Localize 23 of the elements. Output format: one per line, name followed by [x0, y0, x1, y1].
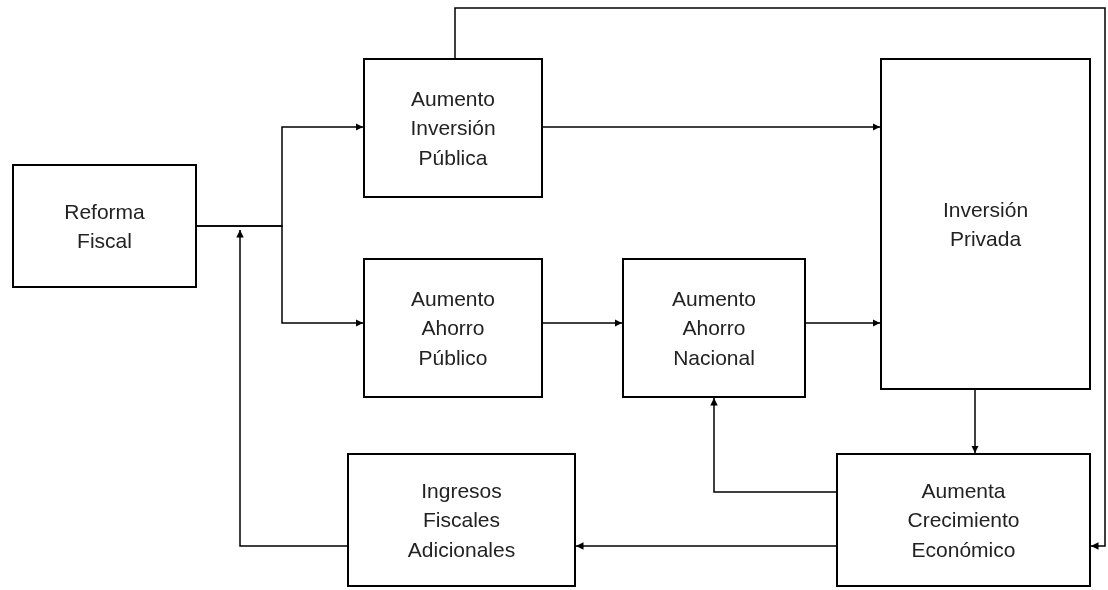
process-box [347, 453, 576, 587]
arrow [805, 319, 881, 327]
process-box [622, 258, 806, 398]
box-label: Aumento Ahorro Nacional [670, 285, 758, 371]
box-label: Aumento Ahorro Público [409, 285, 497, 371]
arrow [196, 225, 364, 327]
process-box [363, 258, 543, 398]
box-label: Reforma Fiscal [63, 198, 146, 254]
arrow [454, 7, 1106, 550]
arrow [236, 229, 348, 547]
box-label: Aumenta Crecimiento Económico [906, 477, 1021, 563]
box-label: Aumento Inversión Pública [409, 85, 497, 171]
process-box [836, 453, 1091, 587]
process-box [363, 58, 543, 198]
arrow [542, 319, 623, 327]
arrow [710, 397, 837, 493]
box-label: Ingresos Fiscales Adicionales [406, 477, 517, 563]
arrow [575, 542, 837, 550]
arrow [971, 389, 979, 454]
box-label: Inversión Privada [941, 196, 1030, 252]
process-box [880, 58, 1091, 390]
process-box [12, 164, 197, 288]
arrow [542, 123, 881, 131]
